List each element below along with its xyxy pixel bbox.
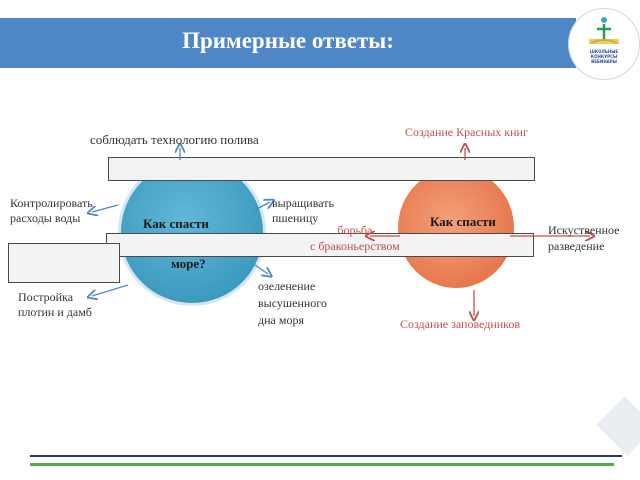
right-topic-circle: [398, 168, 514, 288]
right-circle-question: Как спасти: [430, 214, 496, 229]
overlay-bar-left: [8, 243, 120, 283]
logo-figure-icon: [589, 17, 619, 44]
left-circle-question-end: море?: [171, 256, 206, 271]
answer-water-control: Контролировать расходы воды: [10, 196, 93, 225]
answer-irrigation: соблюдать технологию полива: [90, 132, 259, 147]
page-title: Примерные ответы:: [182, 28, 394, 53]
footer-line-green: [30, 463, 614, 466]
answer-reserves: Создание заповедников: [400, 317, 521, 331]
arrow-to-bottom-right-answer: [254, 264, 268, 274]
left-circle-question: Как спасти: [143, 216, 209, 231]
arrow-to-left-answer: [92, 204, 119, 212]
answer-poaching: борьба с браконьерством: [310, 223, 400, 253]
arrow-to-right-answer: [254, 202, 270, 211]
title-bar: Примерные ответы:: [0, 18, 576, 68]
school-logo-icon: ШКОЛЬНЫЕ КОНКУРСЫ ВЕБИНАРЫ: [568, 8, 640, 80]
overlay-bar-middle: [106, 233, 534, 257]
answer-red-books: Создание Красных книг: [405, 125, 528, 139]
overlay-bar-top: [108, 157, 535, 181]
answer-greening: озеленение высушенного дна моря: [258, 279, 327, 327]
answer-wheat: выращивать пшеницу: [272, 196, 334, 225]
answer-dams: Постройка плотин и дамб: [18, 290, 92, 319]
left-topic-circle: [118, 158, 266, 306]
logo-text: ШКОЛЬНЫЕ КОНКУРСЫ ВЕБИНАРЫ: [589, 49, 619, 64]
footer-line-blue: [30, 455, 622, 457]
arrow-to-bottom-left-answer: [92, 284, 129, 296]
answer-breeding: Искуственное разведение: [548, 223, 620, 253]
